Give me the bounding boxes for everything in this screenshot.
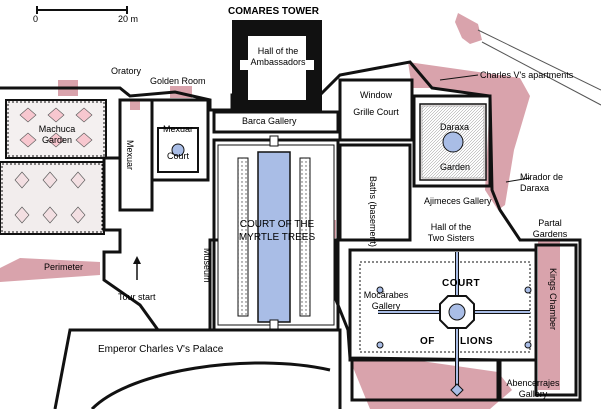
window-grille-court-label: Window Grille Court [342, 90, 410, 118]
hall-ambassadors-line2: Ambassadors [250, 57, 306, 67]
mirador-daraxa-label: Mirador de Daraxa [520, 172, 584, 194]
myrtle-court [217, 135, 335, 331]
charles-palace [53, 328, 342, 409]
abencerrajes-line1: Abencerrajes [506, 378, 560, 388]
terrain-lines [477, 29, 601, 106]
mexuar-court-label: Mexuar Court [150, 124, 206, 162]
partal-line2: Gardens [532, 229, 568, 239]
myrtle-court-label: COURT OF THE MYRTLE TREES [222, 218, 332, 244]
barca-gallery-label: Barca Gallery [242, 116, 297, 126]
mexuar-court [157, 127, 199, 173]
perimeter-label: Perimeter [44, 262, 84, 272]
lions-of-word: OF [420, 336, 435, 347]
scale-bar [36, 6, 128, 14]
mirador-line2: Daraxa [520, 183, 550, 193]
lions-court [359, 252, 532, 397]
window-grille-line2: Grille Court [353, 107, 399, 117]
lions-court-word: COURT [442, 278, 481, 289]
baths-label: Baths (basement) [368, 176, 378, 247]
leader-lines [439, 74, 531, 183]
golden-room-label: Golden Room [150, 76, 206, 86]
oratory-label: Oratory [111, 66, 142, 76]
partal-gardens-label: Partal Gardens [520, 218, 580, 240]
myrtle-line1: COURT OF THE [239, 219, 315, 230]
tour-start-arrow [133, 256, 141, 280]
abencerrajes-line2: Gallery [518, 389, 548, 399]
mocarabes-gallery-label: Mocárabes Gallery [356, 290, 416, 312]
mexuar-label: Mexuar [125, 140, 135, 171]
scale-end: 20 m [118, 14, 139, 24]
lions-lions-word: LIONS [460, 336, 494, 347]
machuca-line1: Machuca [38, 124, 76, 134]
baths-line1: Baths [368, 176, 378, 200]
daraxa-garden [419, 103, 487, 181]
tour-start-label: Tour start [118, 292, 156, 302]
two-sisters-line2: Two Sisters [427, 233, 475, 243]
mexuar-court-line1: Mexuar [162, 124, 193, 134]
partal-line1: Partal [538, 218, 562, 228]
kings-chamber-label: Kings Chamber [548, 268, 558, 331]
museum-label: Museum [202, 248, 212, 283]
machuca-garden-label: Machuca Garden [25, 124, 89, 146]
window-grille-line1: Window [359, 90, 392, 100]
mocarabes-line1: Mocárabes [363, 290, 409, 300]
hall-ambassadors-line1: Hall of the [257, 46, 299, 56]
daraxa-garden-label: Garden [440, 162, 471, 172]
two-sisters-label: Hall of the Two Sisters [414, 222, 488, 244]
mexuar-court-line2: Court [166, 151, 189, 161]
machuca-line2: Garden [41, 135, 73, 145]
machuca-garden [5, 99, 107, 159]
west-garden [0, 161, 105, 235]
mocarabes-line2: Gallery [371, 301, 401, 311]
emperor-palace-label: Emperor Charles V's Palace [98, 344, 224, 355]
daraxa-label: Daraxa [440, 122, 470, 132]
hall-ambassadors-label: Hall of the Ambassadors [248, 46, 308, 68]
myrtle-line2: MYRTLE TREES [238, 232, 316, 243]
ajimeces-gallery-label: Ajimeces Gallery [424, 196, 492, 206]
scale-start: 0 [33, 14, 39, 24]
comares-tower [232, 20, 322, 112]
comares-tower-label: COMARES TOWER [228, 6, 319, 17]
baths-line2: (basement) [368, 201, 378, 248]
two-sisters-line1: Hall of the [430, 222, 472, 232]
mirador-line1: Mirador de [520, 172, 564, 182]
charles-apartments-label: Charles V's apartments [480, 70, 574, 80]
abencerrajes-gallery-label: Abencerrajes Gallery [496, 378, 570, 400]
